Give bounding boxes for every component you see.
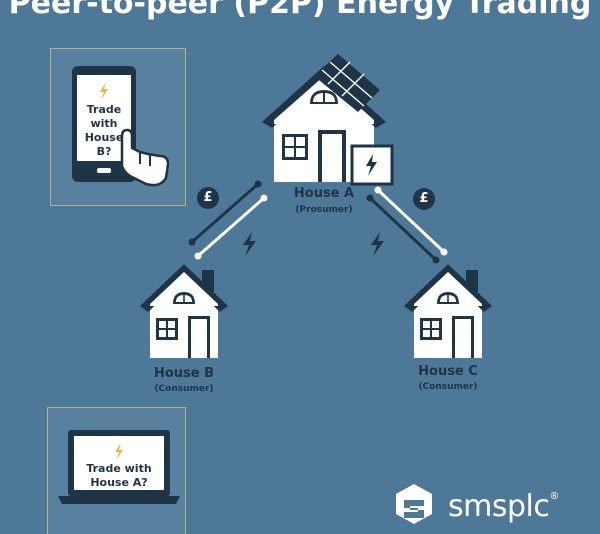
house-c-icon (404, 264, 492, 358)
laptop-prompt: Trade with House A? (74, 462, 164, 490)
phone-prompt-line: House B? (84, 131, 124, 158)
house-b-icon (140, 264, 228, 358)
smsplc-logo: smsplc® (448, 489, 559, 524)
house-a-role: (Prosumer) (295, 205, 353, 215)
laptop-prompt-line: House A? (90, 476, 148, 489)
arrow-a-to-c (366, 194, 440, 264)
lightning-icon (243, 232, 256, 256)
logo-registered: ® (549, 491, 559, 502)
logo-brand: smsplc (448, 489, 550, 524)
laptop-prompt-line: Trade with (86, 462, 152, 475)
solar-panel-icon (314, 54, 380, 112)
arrow-a-to-b (188, 180, 262, 246)
pound-coin-icon (197, 187, 219, 209)
house-c-label: House C (418, 364, 478, 379)
house-c-role: (Consumer) (418, 382, 478, 392)
phone-prompt-line: Trade (86, 103, 122, 116)
battery-icon (350, 144, 394, 186)
house-a-label: House A (293, 186, 355, 201)
arrow-c-to-a (374, 186, 448, 256)
phone-prompt-line: with (90, 117, 118, 130)
arrow-b-to-a (194, 194, 268, 260)
house-b-label: House B (153, 366, 215, 381)
pound-symbol-left: £ (203, 190, 213, 205)
phone-prompt: Trade with House B? (77, 103, 131, 159)
lightning-icon (115, 443, 123, 460)
smsplc-logo-icon (396, 484, 432, 524)
pound-coin-icon (413, 188, 435, 210)
pound-symbol-right: £ (419, 191, 429, 206)
hand-pointer-icon (120, 128, 170, 187)
page-title: Peer-to-peer (P2P) Energy Trading (8, 0, 592, 21)
house-b-role: (Consumer) (154, 384, 214, 394)
lightning-icon (371, 232, 384, 256)
lightning-icon (100, 82, 108, 100)
laptop-icon (58, 430, 180, 504)
